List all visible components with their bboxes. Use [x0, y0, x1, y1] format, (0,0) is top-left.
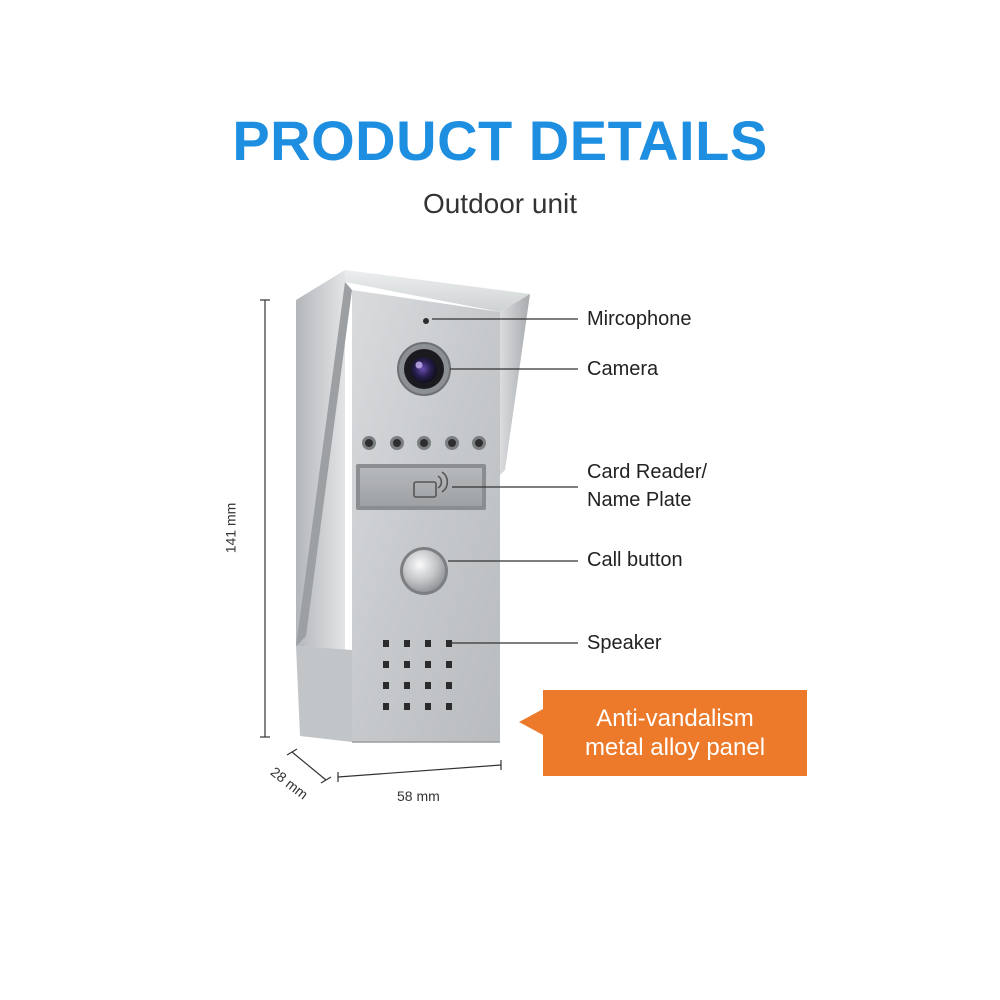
label-call-button: Call button — [587, 549, 683, 571]
label-speaker: Speaker — [587, 632, 662, 654]
front-panel — [352, 290, 500, 742]
camera-lens-icon — [411, 357, 437, 383]
microphone-hole — [423, 318, 429, 324]
callout-pointer — [519, 708, 545, 736]
page-title: PRODUCT DETAILS — [232, 109, 768, 172]
housing-right-rim — [497, 294, 530, 478]
dimension-height-label: 141 mm — [222, 502, 239, 554]
ir-led-row — [362, 436, 486, 450]
leader-lines — [432, 318, 578, 644]
rfid-card-icon — [413, 471, 449, 498]
label-card-reader-line2: Name Plate — [587, 489, 692, 511]
anti-vandalism-callout: Anti-vandalism metal alloy panel — [543, 690, 807, 776]
housing-hood — [345, 270, 530, 312]
speaker-grille — [383, 640, 452, 710]
dimension-width-label: 58 mm — [397, 788, 440, 804]
label-microphone: Mircophone — [587, 308, 692, 330]
dimension-lines — [260, 299, 502, 784]
callout-line2: metal alloy panel — [584, 734, 766, 761]
callout-line1: Anti-vandalism — [596, 705, 754, 732]
label-camera: Camera — [587, 358, 659, 380]
housing-left-rim — [296, 282, 352, 646]
label-card-reader-line1: Card Reader/ — [587, 461, 708, 483]
front-bottom-block — [296, 646, 352, 742]
page-subtitle: Outdoor unit — [422, 188, 578, 219]
